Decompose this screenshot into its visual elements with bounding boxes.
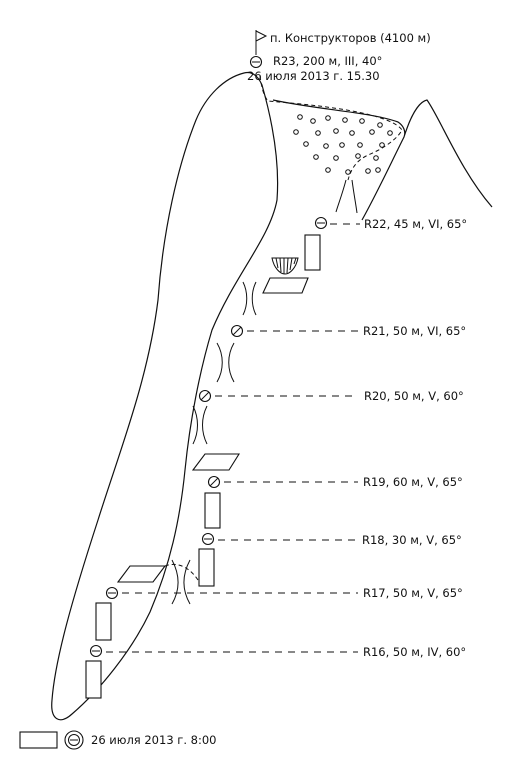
chimney-icon (216, 342, 235, 383)
crack-block (85, 660, 102, 699)
pitch-label-r17: R17, 50 м, V, 65° (363, 586, 463, 600)
ridge-line (272, 99, 493, 221)
belay-icon-r19 (207, 475, 221, 489)
pitch-label-r20: R20, 50 м, V, 60° (364, 389, 464, 403)
route-traverse (164, 563, 199, 581)
ledge-icon (262, 277, 309, 294)
belay-icon-r17 (105, 586, 119, 600)
pitch-label-r16: R16, 50 м, IV, 60° (363, 645, 466, 659)
summit-flag-icon (255, 30, 268, 55)
belay-icon-r23 (249, 55, 263, 69)
crack-block (204, 492, 221, 529)
summit-label: п. Конструкторов (4100 м) (270, 31, 431, 45)
chimney-icon (242, 281, 257, 316)
overhang-icon (271, 257, 299, 275)
chimney-icon (192, 405, 208, 445)
route-line-top (259, 75, 403, 181)
crack-block (95, 602, 112, 641)
belay-icon-r21 (230, 324, 244, 338)
pitch-label-r23: R23, 200 м, III, 40° (273, 54, 382, 68)
route-descent-lines (335, 179, 358, 214)
belay-icon-r22 (314, 216, 328, 230)
legend-label: 26 июля 2013 г. 8:00 (91, 733, 216, 747)
crack-block (304, 234, 321, 271)
pitch-label-r19: R19, 60 м, V, 65° (363, 475, 463, 489)
belay-icon-r18 (201, 532, 215, 546)
belay-icon-r16 (89, 644, 103, 658)
chimney-icon (171, 559, 191, 605)
pitch-time-r23: 26 июля 2013 г. 15.30 (247, 69, 380, 83)
start-belay-icon (64, 730, 84, 750)
snow-field-dots (293, 114, 393, 175)
ledge-icon (191, 453, 240, 471)
pitch-label-r22: R22, 45 м, VI, 65° (364, 217, 467, 231)
crack-block (198, 548, 215, 587)
belay-icon-r20 (198, 389, 212, 403)
legend-block (19, 731, 58, 749)
pitch-label-r21: R21, 50 м, VI, 65° (363, 324, 466, 338)
ledge-icon (116, 565, 167, 583)
pitch-label-r18: R18, 30 м, V, 65° (362, 533, 462, 547)
